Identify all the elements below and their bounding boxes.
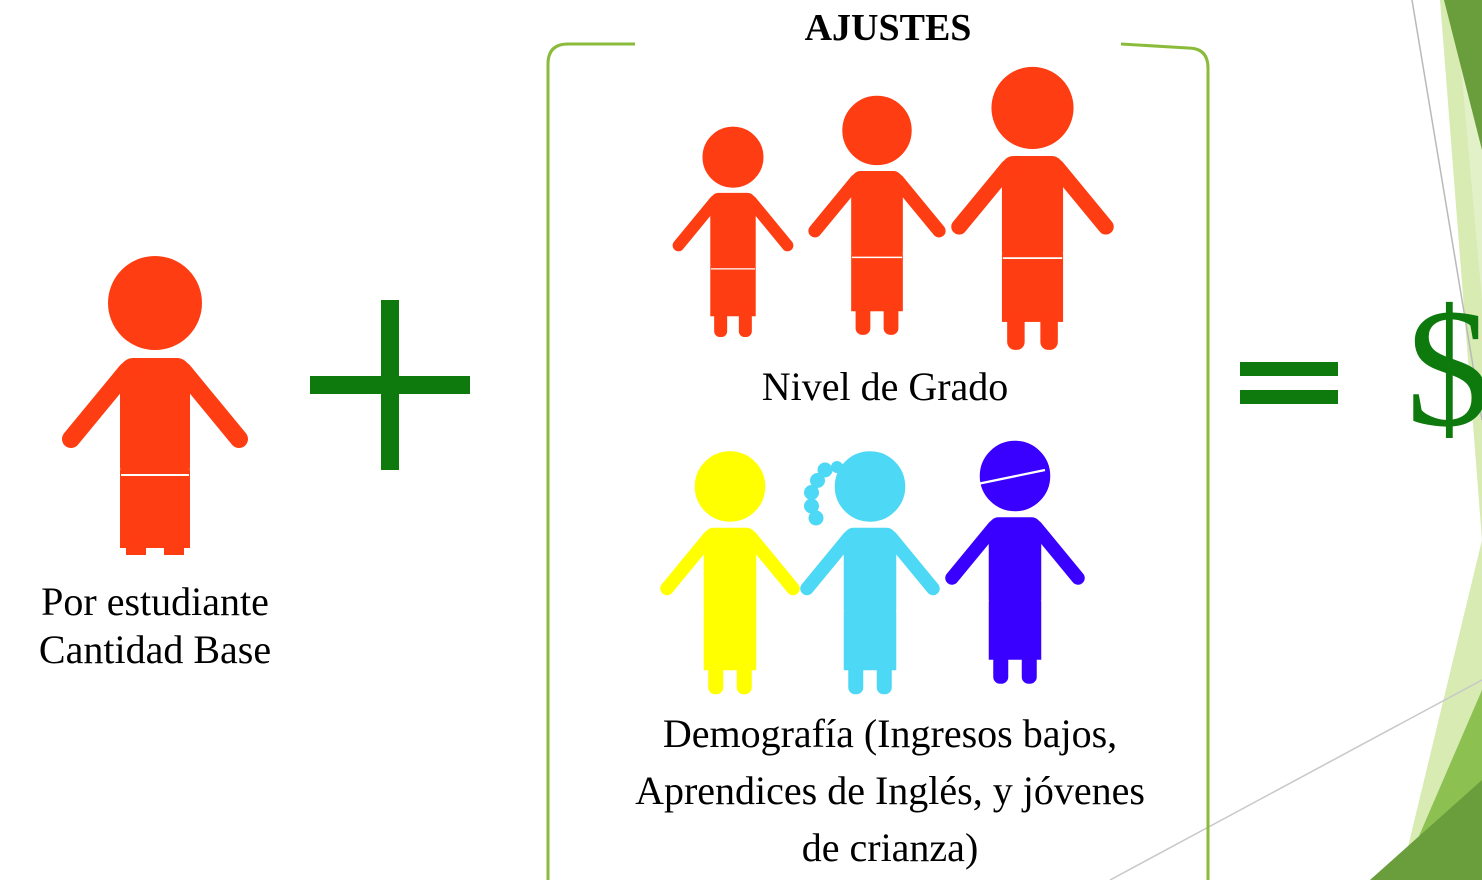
base-child-icon xyxy=(55,255,255,555)
child-girl-icon xyxy=(804,450,945,700)
child-small-icon xyxy=(668,126,798,339)
base-label: Por estudiante Cantidad Base xyxy=(0,578,310,674)
child-yellow-icon xyxy=(655,450,805,700)
child-large-icon xyxy=(945,66,1120,356)
base-label-line1: Por estudiante xyxy=(41,579,269,624)
deco-light-band xyxy=(1400,0,1482,880)
deco-line-2 xyxy=(1109,679,1482,880)
demographics-label-line2: Aprendices de Inglés, y jóvenes xyxy=(635,768,1145,813)
demographics-label: Demografía (Ingresos bajos, Aprendices d… xyxy=(560,705,1220,876)
demographics-label-line3: de crianza) xyxy=(801,825,979,870)
plus-icon xyxy=(310,300,470,470)
adjustments-title: AJUSTES xyxy=(804,7,972,49)
grade-level-label: Nivel de Grado xyxy=(761,364,1009,409)
child-medium-icon xyxy=(803,95,951,343)
demographics-label-line1: Demografía (Ingresos bajos, xyxy=(662,711,1118,756)
deco-dark-top xyxy=(1444,0,1482,150)
deco-dark-bottom xyxy=(1370,780,1482,880)
adjustments-bracket xyxy=(546,42,1210,880)
base-label-line2: Cantidad Base xyxy=(38,627,272,672)
deco-line-1 xyxy=(1411,0,1482,421)
equals-icon xyxy=(1240,362,1338,404)
dollar-sign: $ xyxy=(1406,274,1482,462)
child-cap-icon xyxy=(940,440,1090,695)
